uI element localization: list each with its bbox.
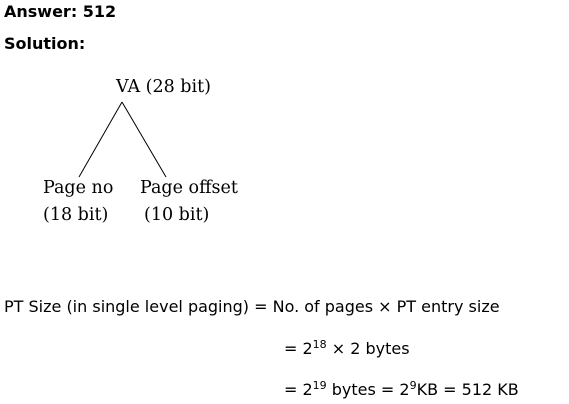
solution-heading: Solution: (4, 34, 86, 53)
eq3-prefix: = 2 (284, 380, 313, 399)
eq3-exponent-1: 19 (312, 379, 327, 392)
page-table-size-step-1: = 218 × 2 bytes (284, 339, 410, 359)
page-offset-bits: (10 bit) (144, 205, 210, 225)
answer-heading: Answer: 512 (4, 2, 117, 21)
eq2-exponent: 18 (312, 338, 327, 351)
virtual-address-label: VA (28 bit) (116, 77, 211, 97)
page-number-bits: (18 bit) (43, 205, 109, 225)
right-branch-line (121, 101, 167, 178)
eq2-suffix: × 2 bytes (326, 339, 410, 358)
eq3-middle: bytes = 2 (326, 380, 410, 399)
page-table-size-formula: PT Size (in single level paging) = No. o… (4, 297, 500, 316)
page-table-size-step-2: = 219 bytes = 29KB = 512 KB (284, 380, 519, 400)
left-branch-line (78, 101, 123, 178)
page-number-label: Page no (43, 178, 114, 198)
eq3-suffix: KB = 512 KB (416, 380, 519, 399)
eq3-exponent-2: 9 (409, 379, 417, 392)
page-offset-label: Page offset (140, 178, 238, 198)
eq2-prefix: = 2 (284, 339, 313, 358)
